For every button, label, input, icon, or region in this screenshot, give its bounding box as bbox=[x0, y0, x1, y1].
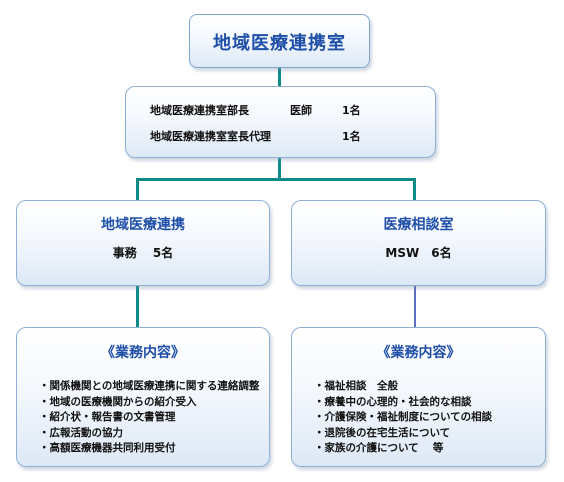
duty-item: 家族の介護について 等 bbox=[314, 441, 492, 457]
duty-item: 高額医療機器共同利用受付 bbox=[39, 441, 259, 457]
dept-count: MSW 6名 bbox=[385, 246, 452, 260]
duty-item: 広報活動の協力 bbox=[39, 426, 259, 442]
duties-title: 《業務内容》 bbox=[101, 345, 185, 361]
staff-box: 地域医療連携室部長 医師 1名 地域医療連携室室長代理 1名 bbox=[125, 86, 436, 158]
office-title-box: 地域医療連携室 bbox=[189, 14, 370, 68]
connector-right-to-duty bbox=[414, 286, 416, 327]
staff-position: 医師 bbox=[290, 104, 312, 117]
staff-count: 1名 bbox=[342, 104, 361, 117]
duty-item: 関係機関との地域医療連携に関する連絡調整 bbox=[39, 379, 260, 395]
connector-horizontal bbox=[136, 178, 416, 181]
staff-count: 1名 bbox=[342, 130, 361, 143]
duty-item: 退院後の在宅生活について bbox=[314, 426, 492, 442]
duties-regional-liaison-box: 《業務内容》 関係機関との地域医療連携に関する連絡調整 地域の医療機関からの紹介… bbox=[16, 327, 270, 467]
dept-count: 事務 5名 bbox=[112, 246, 174, 260]
duty-item: 紹介状・報告書の文書管理 bbox=[39, 410, 259, 426]
duty-item: 介護保険・福祉制度についての相談 bbox=[314, 410, 493, 426]
connector-top-to-mid bbox=[278, 68, 281, 86]
connector-mid-down bbox=[278, 158, 281, 180]
connector-left-branch bbox=[136, 178, 139, 200]
staff-role: 地域医療連携室部長 bbox=[150, 104, 249, 117]
duty-item: 療養中の心理的・社会的な相談 bbox=[314, 395, 492, 411]
duties-medical-counseling-box: 《業務内容》 福祉相談 全般 療養中の心理的・社会的な相談 介護保険・福祉制度に… bbox=[291, 327, 546, 467]
office-title: 地域医療連携室 bbox=[213, 33, 346, 54]
dept-medical-counseling-box: 医療相談室 MSW 6名 bbox=[291, 200, 546, 286]
dept-regional-liaison-box: 地域医療連携 事務 5名 bbox=[16, 200, 270, 286]
staff-role: 地域医療連携室室長代理 bbox=[150, 130, 271, 143]
duties-list: 関係機関との地域医療連携に関する連絡調整 地域の医療機関からの紹介受入 紹介状・… bbox=[39, 379, 260, 457]
duty-item: 地域の医療機関からの紹介受入 bbox=[39, 395, 259, 411]
connector-left-to-duty bbox=[136, 286, 139, 327]
duty-item: 福祉相談 全般 bbox=[314, 379, 492, 395]
duties-list: 福祉相談 全般 療養中の心理的・社会的な相談 介護保険・福祉制度についての相談 … bbox=[314, 379, 493, 457]
dept-title: 医療相談室 bbox=[383, 217, 454, 233]
dept-title: 地域医療連携 bbox=[101, 217, 185, 233]
connector-right-branch bbox=[413, 178, 416, 200]
duties-title: 《業務内容》 bbox=[376, 345, 461, 361]
